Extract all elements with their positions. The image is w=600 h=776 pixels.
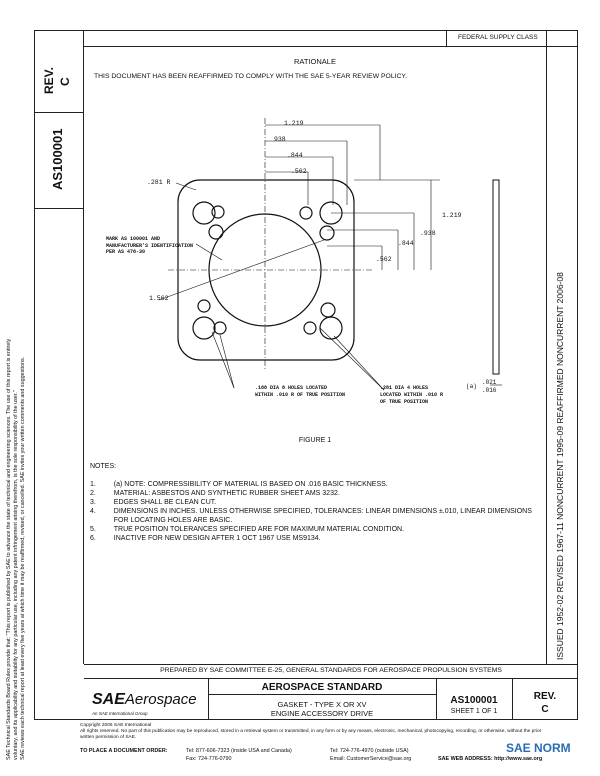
- dim-1562: 1.562: [149, 295, 169, 302]
- thickness-a: (a): [466, 383, 477, 390]
- footer-rule-2: [84, 678, 578, 679]
- dim-1219-top: 1.219: [284, 120, 304, 127]
- note-item: 2. MATERIAL: ASBESTOS AND SYNTHETIC RUBBE…: [90, 489, 540, 498]
- sae-norm-watermark: SAE NORM: [506, 741, 571, 755]
- note-item: 3. EDGES SHALL BE CLEAN CUT.: [90, 498, 540, 507]
- gasket-drawing: [158, 118, 502, 391]
- sidebar-rev-value: C: [58, 77, 72, 86]
- note-number: 6.: [90, 535, 96, 542]
- left-sidebar-column: [34, 30, 84, 664]
- note-text: (a) NOTE: COMPRESSIBILITY OF MATERIAL IS…: [113, 481, 388, 488]
- sidebar-legal-line-2: voluntary, and its applicability and sui…: [13, 390, 19, 760]
- footer-rev-label: REV.: [533, 691, 557, 702]
- sae-logo-aerospace: Aerospace: [124, 691, 197, 708]
- rights-notice: All rights reserved. No part of this pub…: [80, 729, 542, 740]
- rationale-text: THIS DOCUMENT HAS BEEN REAFFIRMED TO COM…: [94, 73, 407, 80]
- note-number: 4.: [90, 508, 96, 515]
- sidebar-legal-line-3: SAE reviews each technical report at lea…: [20, 356, 26, 760]
- small-hole-4: [319, 225, 335, 241]
- note-item: 1. (a) NOTE: COMPRESSIBILITY OF MATERIAL …: [90, 480, 540, 489]
- large-hole-br: [319, 316, 343, 340]
- small-hole-8: [320, 302, 336, 318]
- order-label: TO PLACE A DOCUMENT ORDER:: [80, 748, 168, 754]
- footer-rule-3: [208, 694, 436, 695]
- note-item: 4. DIMENSIONS IN INCHES. UNLESS OTHERWISE…: [90, 507, 540, 525]
- figure-caption: FIGURE 1: [298, 437, 332, 444]
- large-hole-tl: [192, 201, 216, 225]
- footer-divider-3: [512, 678, 513, 720]
- notes-list: 1. (a) NOTE: COMPRESSIBILITY OF MATERIAL …: [90, 480, 540, 543]
- right-strip-column: [546, 30, 578, 664]
- small-hole-3: [299, 206, 313, 220]
- note-text: MATERIAL: ASBESTOS AND SYNTHETIC RUBBER …: [113, 490, 340, 497]
- order-tel: Tel: 877-606-7323 (inside USA and Canada…: [186, 748, 292, 754]
- note-item: 5. TRUE POSITION TOLERANCES SPECIFIED ARE…: [90, 525, 540, 534]
- footer-divider-1: [208, 678, 209, 720]
- sidebar-divider-2: [34, 208, 84, 209]
- doc-title-2: ENGINE ACCESSORY DRIVE: [270, 709, 374, 718]
- top-rule: [84, 46, 578, 47]
- note-number: 3.: [90, 499, 96, 506]
- note-text: INACTIVE FOR NEW DESIGN AFTER 1 OCT 1967…: [113, 535, 321, 542]
- note-number: 1.: [90, 481, 96, 488]
- order-fax: Fax: 724-776-0790: [186, 756, 232, 762]
- doc-title-1: GASKET - TYPE X OR XV: [277, 700, 367, 709]
- dim-281r: .281 R: [147, 179, 171, 186]
- dim-938-right: .938: [420, 230, 436, 237]
- thickness-top: .021: [482, 379, 497, 386]
- note-text: DIMENSIONS IN INCHES. UNLESS OTHERWISE S…: [113, 508, 532, 524]
- sidebar-doc-number: AS100001: [50, 128, 65, 190]
- gasket-outline: [177, 179, 355, 361]
- mark-label: MARK AS 100001 AND MANUFACTURER'S IDENTI…: [106, 236, 194, 255]
- order-tel-2: Tel: 724-776-4970 (outside USA): [330, 748, 409, 754]
- prepared-by: PREPARED BY SAE COMMITTEE E-25, GENERAL …: [160, 667, 502, 674]
- note-number: 2.: [90, 490, 96, 497]
- small-hole-5: [197, 299, 211, 313]
- sae-logo-tagline: An SAE International Group: [92, 711, 148, 716]
- rationale-title: RATIONALE: [294, 57, 336, 66]
- thickness-bottom: .016: [482, 387, 497, 394]
- holes-left-note: .188 DIA 8 HOLES LOCATED WITHIN .010 R O…: [255, 385, 346, 398]
- fsc-divider: [446, 30, 447, 46]
- note-item: 6. INACTIVE FOR NEW DESIGN AFTER 1 OCT 19…: [90, 534, 540, 543]
- dim-938-top: 938: [274, 136, 286, 143]
- dim-562-right: .562: [376, 256, 392, 263]
- sheet-number: SHEET 1 OF 1: [450, 708, 498, 715]
- footer-doc-number: AS100001: [450, 695, 498, 706]
- footer-top-rule: [84, 664, 578, 665]
- note-text: EDGES SHALL BE CLEAN CUT.: [113, 499, 217, 506]
- small-hole-6: [213, 321, 227, 335]
- order-email: Email: CustomerService@sae.org: [330, 756, 412, 762]
- sidebar-rev-label: REV.: [42, 67, 56, 94]
- holes-right-note: .281 DIA 4 HOLES LOCATED WITHIN .010 R O…: [380, 385, 444, 405]
- page-frame: [34, 30, 578, 720]
- dim-1219-right: 1.219: [442, 212, 462, 219]
- sae-logo-sae: SAE: [92, 691, 125, 708]
- large-hole-bl: [192, 316, 216, 340]
- notes-heading: NOTES:: [90, 463, 117, 470]
- footer-rev-value: C: [541, 704, 549, 715]
- dim-562-top: .562: [291, 168, 307, 175]
- standard-title: AEROSPACE STANDARD: [261, 682, 383, 693]
- dim-844: .844: [287, 152, 303, 159]
- sidebar-legal-line-1: SAE Technical Standards Board Rules prov…: [6, 338, 12, 760]
- small-hole-2: [211, 205, 225, 219]
- dim-844-right: .844: [398, 240, 414, 247]
- sae-logo: SAEAerospace: [92, 691, 197, 709]
- revision-history: ISSUED 1952-02 REVISED 1967-11 NONCURREN…: [555, 272, 565, 660]
- footer-divider-2: [436, 678, 437, 720]
- small-hole-1: [208, 224, 224, 240]
- federal-supply-class: FEDERAL SUPPLY CLASS: [458, 34, 538, 41]
- small-hole-7: [303, 321, 317, 335]
- sae-web-address: SAE WEB ADDRESS: http://www.sae.org: [438, 756, 543, 762]
- note-number: 5.: [90, 526, 96, 533]
- sidebar-divider-1: [34, 112, 84, 113]
- note-text: TRUE POSITION TOLERANCES SPECIFIED ARE F…: [113, 526, 405, 533]
- copyright: Copyright 2006 SAE International: [80, 723, 152, 728]
